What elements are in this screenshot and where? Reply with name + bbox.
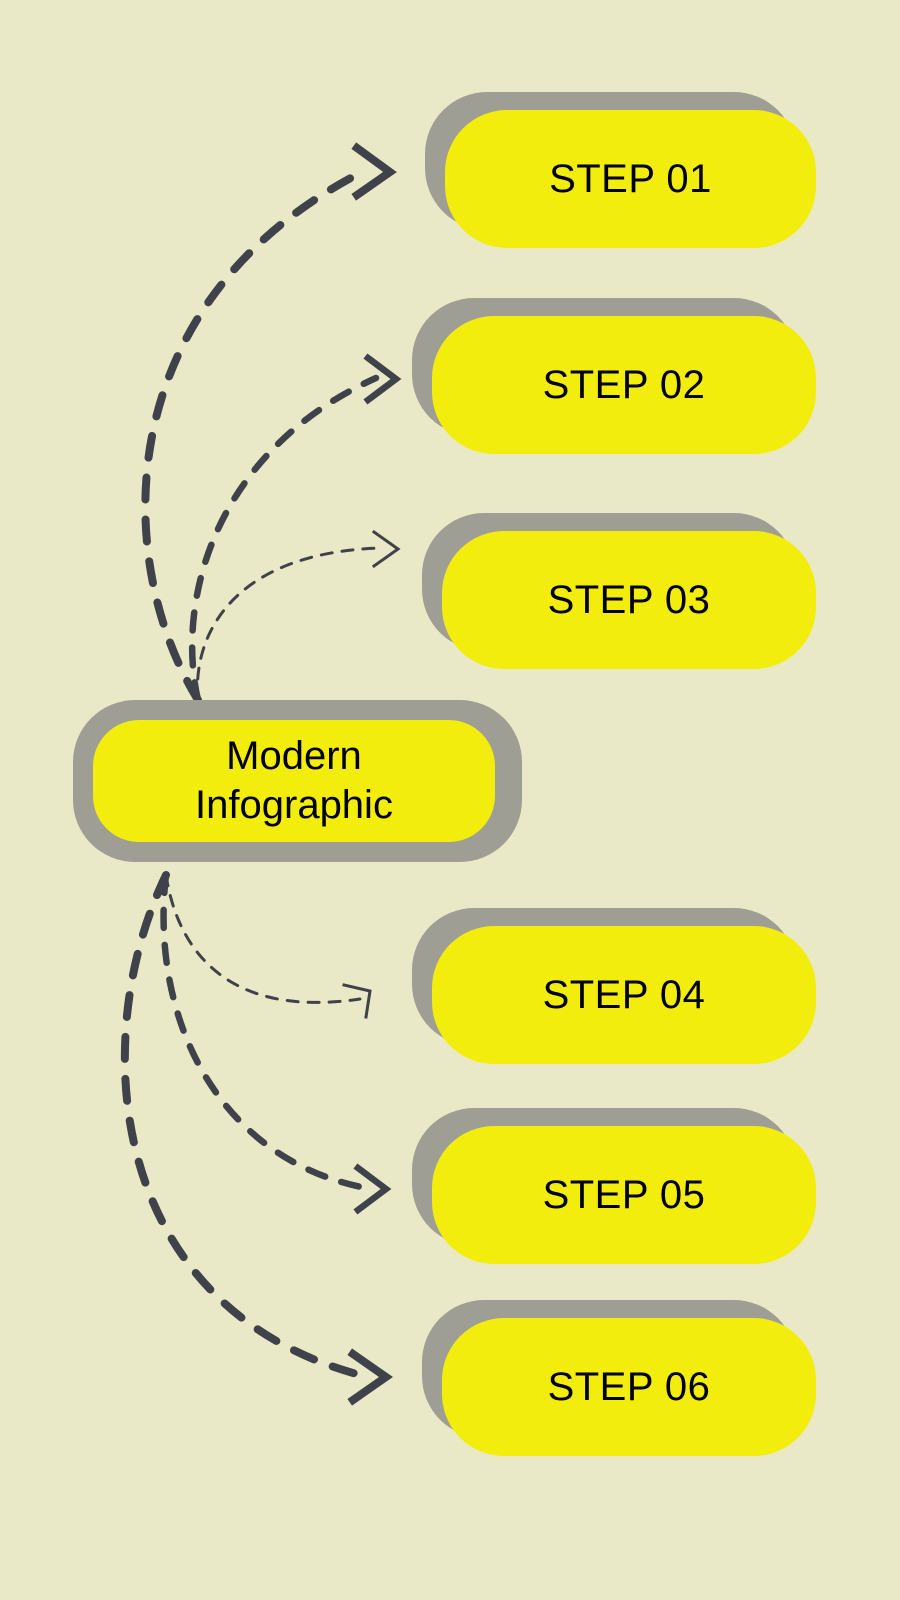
connector-line: [188, 374, 380, 704]
step-node-face: STEP 06: [442, 1318, 816, 1456]
connector-line: [141, 166, 370, 704]
arrow-to-step-03: [195, 529, 401, 702]
arrowhead-icon: [347, 1348, 393, 1406]
connector-line: [164, 873, 362, 1004]
center-node-face: Modern Infographic: [93, 720, 495, 842]
step-node-4[interactable]: STEP 04: [412, 908, 816, 1064]
connector-line: [120, 871, 368, 1380]
arrow-to-step-06: [120, 871, 393, 1406]
arrow-to-step-01: [141, 142, 397, 704]
step-node-label: STEP 03: [547, 577, 711, 622]
arrow-to-step-02: [188, 353, 402, 704]
step-node-label: STEP 06: [547, 1364, 711, 1409]
arrowhead-icon: [353, 1163, 392, 1215]
connector-line: [160, 871, 370, 1192]
step-node-face: STEP 02: [432, 316, 816, 454]
arrowhead-icon: [371, 529, 401, 569]
center-node-label: Modern Infographic: [195, 734, 393, 827]
step-node-label: STEP 05: [542, 1172, 706, 1217]
connector-line: [195, 546, 384, 702]
step-node-2[interactable]: STEP 02: [412, 298, 816, 454]
arrowhead-icon: [342, 983, 372, 1019]
step-node-face: STEP 04: [432, 926, 816, 1064]
arrowhead-icon: [363, 353, 402, 405]
step-node-face: STEP 01: [445, 110, 816, 248]
center-node[interactable]: Modern Infographic: [73, 700, 522, 862]
step-node-label: STEP 01: [549, 156, 712, 201]
arrow-to-step-04: [164, 873, 372, 1019]
step-node-1[interactable]: STEP 01: [425, 92, 816, 248]
step-node-6[interactable]: STEP 06: [422, 1300, 816, 1456]
step-node-label: STEP 04: [542, 972, 706, 1017]
step-node-3[interactable]: STEP 03: [422, 513, 816, 669]
step-node-face: STEP 03: [442, 531, 816, 669]
step-node-label: STEP 02: [542, 362, 706, 407]
arrow-to-step-05: [160, 871, 392, 1215]
step-node-5[interactable]: STEP 05: [412, 1108, 816, 1264]
arrowhead-icon: [351, 142, 397, 201]
step-node-face: STEP 05: [432, 1126, 816, 1264]
